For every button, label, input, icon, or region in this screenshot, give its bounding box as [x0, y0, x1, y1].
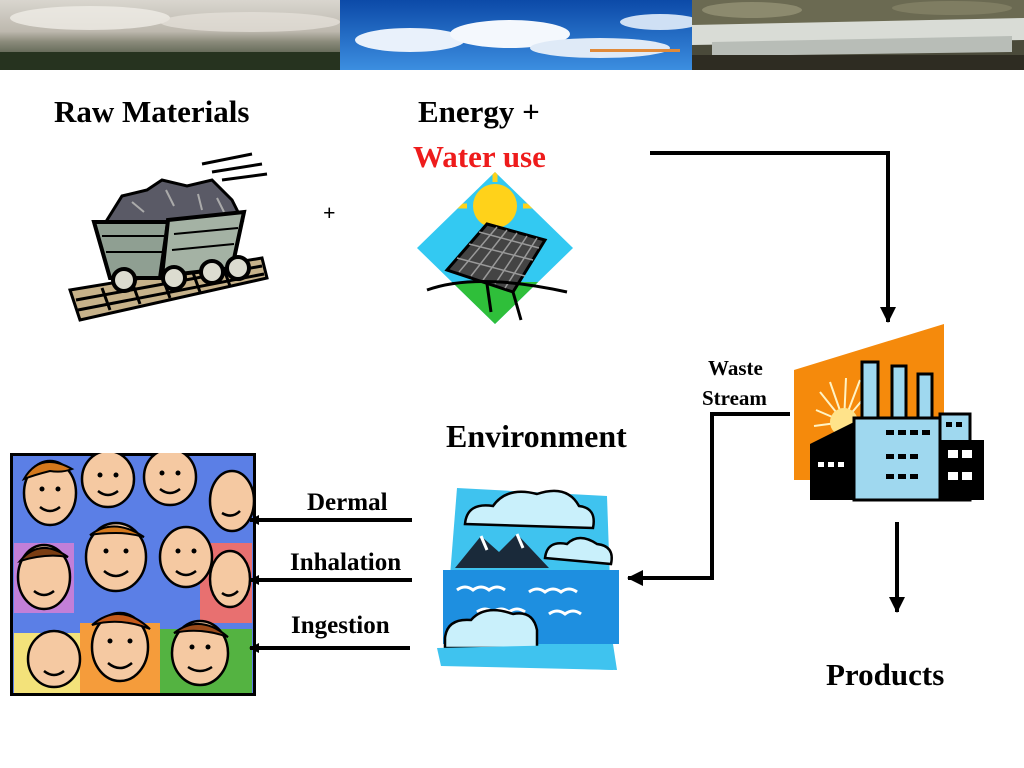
arrow-energy-to-factory [650, 153, 888, 322]
arrow-waste-to-environment [628, 414, 790, 578]
